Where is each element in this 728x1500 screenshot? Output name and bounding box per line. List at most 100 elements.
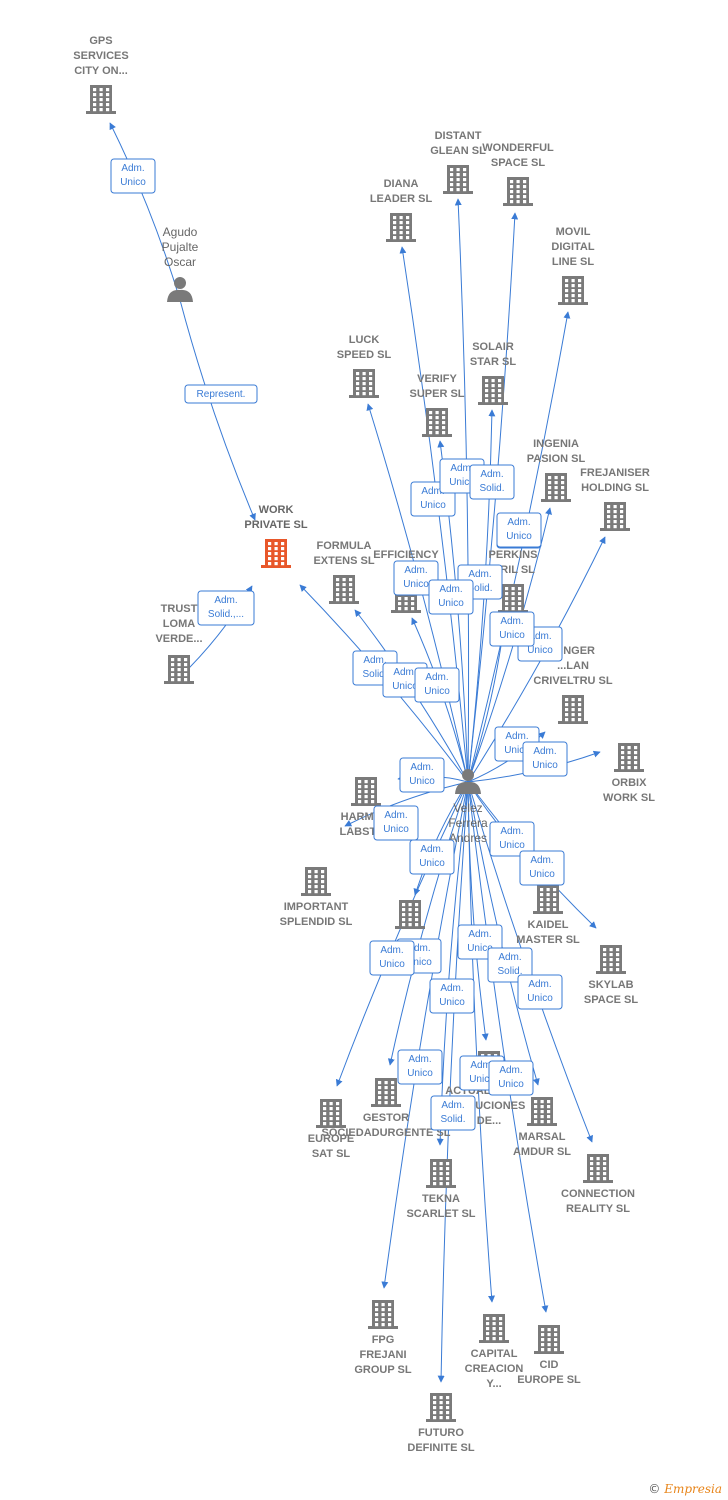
relation-label-connection[interactable]: Adm.Unico [517,974,563,1010]
building-icon[interactable] [316,1099,346,1128]
relation-label-europe[interactable]: Adm.Unico [369,940,415,976]
relation-label-box[interactable] [399,757,445,793]
relation-label-box[interactable] [488,1060,534,1096]
relation-label-soc[interactable]: Adm.Unico [409,839,455,875]
relation-label-fpg[interactable]: Adm.Unico [397,1049,443,1085]
relation-label-box[interactable] [393,560,439,596]
relation-label-box[interactable] [414,667,460,703]
building-icon[interactable] [533,885,563,914]
building-icon[interactable] [329,575,359,604]
person-icon[interactable] [167,277,193,302]
brand-logo[interactable]: Empresia [664,1482,722,1496]
building-icon[interactable] [596,945,626,974]
building-icon[interactable] [395,900,425,929]
relation-label-marsal[interactable]: Adm.Solid. [487,947,533,983]
building-icon[interactable] [351,777,381,806]
relation-label-luck[interactable]: Adm.Unico [393,560,439,596]
relation-label-box[interactable] [184,384,258,404]
building-icon[interactable] [583,1154,613,1183]
building-icon[interactable] [541,473,571,502]
building-icon[interactable] [386,213,416,242]
building-icon[interactable] [558,276,588,305]
relation-label-futuro[interactable]: Adm.Solid. [430,1095,476,1131]
building-icon[interactable] [443,165,473,194]
building-icon[interactable] [426,1393,456,1422]
building-icon[interactable] [614,743,644,772]
building-icon[interactable] [368,1300,398,1329]
node-capital[interactable]: CAPITALCREACIONY... [465,1314,524,1390]
building-icon[interactable] [600,502,630,531]
building-icon[interactable] [534,1325,564,1354]
building-icon[interactable] [558,695,588,724]
relation-label-perkins[interactable]: Adm.Unico [489,611,535,647]
building-icon[interactable] [261,539,291,568]
relation-label-verify[interactable]: Adm.Unico [428,579,474,615]
building-icon[interactable] [349,369,379,398]
building-icon[interactable] [503,177,533,206]
relation-label-box[interactable] [197,590,255,626]
relation-label-kaidel[interactable]: Adm.Unico [489,821,535,857]
relation-label-orbix[interactable]: Adm.Unico [522,741,568,777]
node-perkins[interactable]: PERKINS...RIL SL [489,549,538,613]
building-icon[interactable] [301,867,331,896]
relation-label-box[interactable] [428,579,474,615]
relation-label-box[interactable] [373,805,419,841]
building-icon[interactable] [426,1159,456,1188]
node-soc[interactable] [395,900,425,929]
relation-label-box[interactable] [489,611,535,647]
relation-label-box[interactable] [489,821,535,857]
building-icon[interactable] [479,1314,509,1343]
relation-label-box[interactable] [522,741,568,777]
relation-label-box[interactable] [469,464,515,500]
relation-label-ingenia[interactable]: Adm.Unico [496,512,542,548]
relation-label-box[interactable] [110,158,156,194]
building-icon[interactable] [422,408,452,437]
relation-label-cid[interactable]: Adm.Unico [488,1060,534,1096]
relation-label-work[interactable]: Adm.Solid.,... [197,590,255,626]
relation-label-important[interactable]: Adm.Unico [373,805,419,841]
relation-label-efficiency[interactable]: Adm.Unico [414,667,460,703]
relation-label-skylab[interactable]: Adm.Unico [519,850,565,886]
relation-label-harmo[interactable]: Adm.Unico [399,757,445,793]
building-icon[interactable] [86,85,116,114]
relation-label-box[interactable] [369,940,415,976]
node-trust[interactable]: TRUSTLOMAVERDE... [155,603,203,684]
building-icon[interactable] [527,1097,557,1126]
relation-label-box[interactable] [409,839,455,875]
relation-label-box[interactable] [487,947,533,983]
relation-label-box[interactable] [397,1049,443,1085]
building-icon[interactable] [371,1078,401,1107]
relation-label-box[interactable] [430,1095,476,1131]
relation-label-box[interactable] [429,978,475,1014]
relation-label-box[interactable] [519,850,565,886]
building-icon[interactable] [478,376,508,405]
relation-label-box[interactable] [496,512,542,548]
relation-label-tekna[interactable]: Adm.Unico [429,978,475,1014]
